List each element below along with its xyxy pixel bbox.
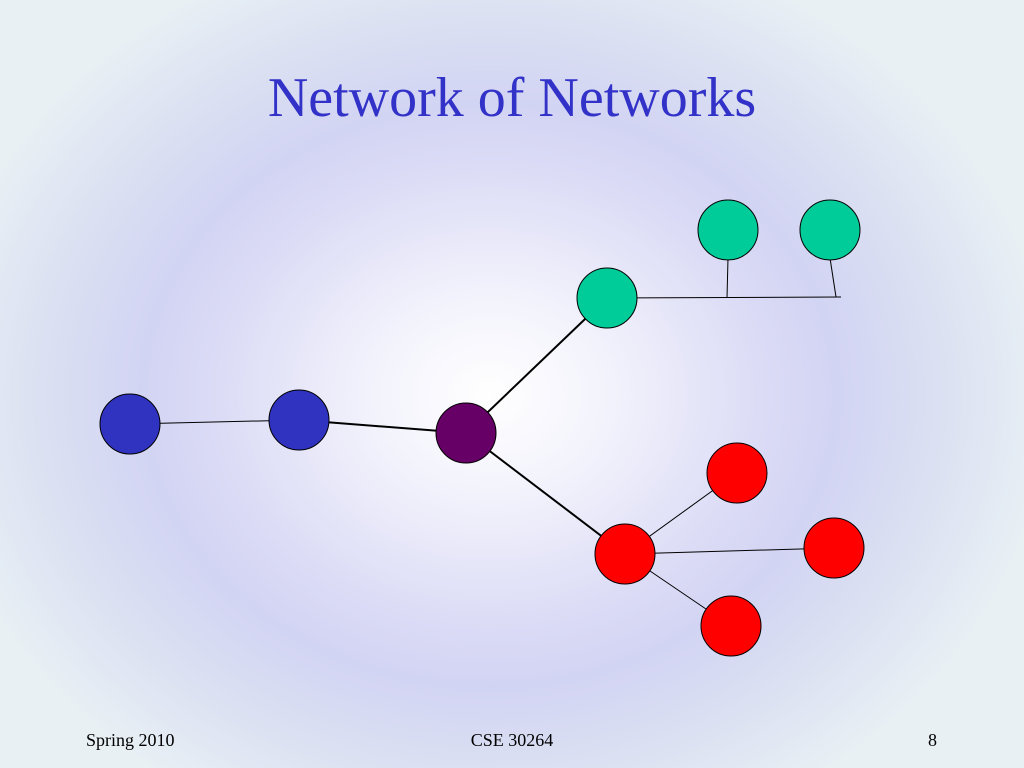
link-red-hub-to-red-right bbox=[624, 547, 835, 555]
footer-semester: Spring 2010 bbox=[86, 730, 175, 750]
red-hub-node bbox=[594, 523, 656, 585]
slide-title: Network of Networks bbox=[267, 67, 757, 129]
link-central-to-red-hub bbox=[465, 432, 626, 555]
blue-node-left bbox=[99, 393, 161, 455]
green-bus-drop-2 bbox=[829, 257, 837, 298]
red-node-right bbox=[803, 517, 865, 579]
blue-node-right bbox=[268, 389, 330, 451]
green-bus-drop-1 bbox=[726, 257, 729, 299]
red-node-top bbox=[706, 442, 768, 504]
footer-slide-number: 8 bbox=[928, 730, 937, 750]
red-node-bottom bbox=[700, 595, 762, 657]
nodes bbox=[99, 199, 865, 657]
green-hub-node bbox=[576, 267, 638, 329]
green-node-left bbox=[697, 199, 759, 261]
link-central-to-green-hub bbox=[465, 297, 608, 434]
green-bus-line bbox=[606, 296, 842, 299]
central-router-node bbox=[435, 402, 497, 464]
green-node-right bbox=[799, 199, 861, 261]
footer-course: CSE 30264 bbox=[470, 730, 554, 750]
